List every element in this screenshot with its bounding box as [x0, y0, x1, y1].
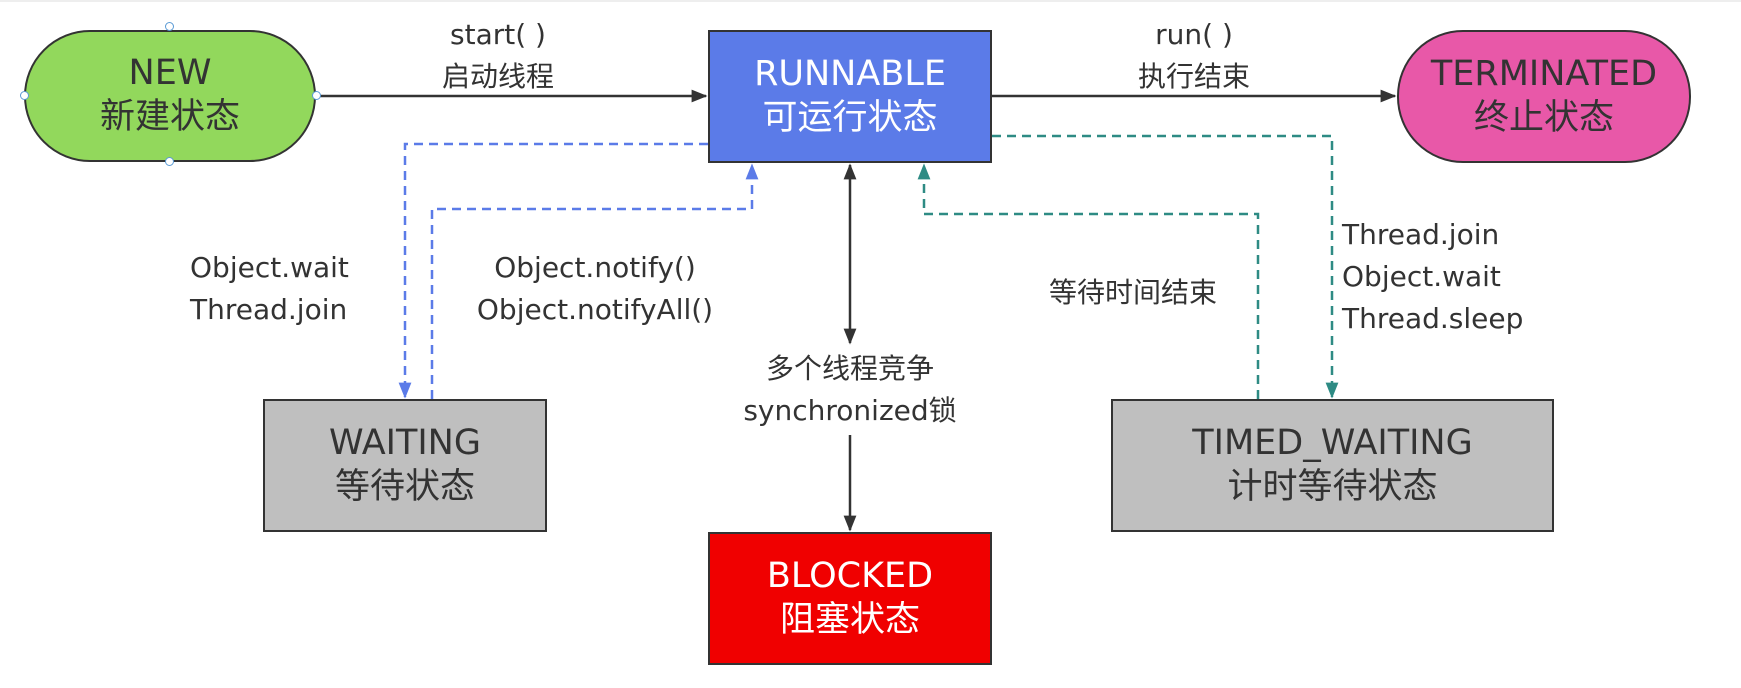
- edge-to-blocked-label: 多个线程竞争 synchronized锁: [722, 348, 978, 432]
- edge-from-timed-label: 等待时间结束: [1049, 272, 1261, 314]
- edge-run-desc: 执行结束: [1137, 60, 1250, 93]
- state-waiting-node[interactable]: WAITING 等待状态: [263, 399, 547, 532]
- top-border: [0, 0, 1741, 2]
- edge-to-timed-label: Thread.join Object.wait Thread.sleep: [1342, 214, 1562, 340]
- state-blocked-subtitle: 阻塞状态: [779, 599, 920, 640]
- state-timed-waiting-title: TIMED_WAITING: [1192, 422, 1473, 463]
- state-timed-waiting-subtitle: 计时等待状态: [1227, 466, 1438, 507]
- edge-to-timed-line2: Object.wait: [1342, 260, 1501, 293]
- edge-to-waiting-line2: Thread.join: [190, 293, 348, 326]
- edge-from-waiting-line2: Object.notifyAll(): [476, 293, 714, 326]
- state-runnable-node[interactable]: RUNNABLE 可运行状态: [708, 30, 992, 163]
- edge-from-waiting-label: Object.notify() Object.notifyAll(): [460, 247, 730, 331]
- edge-to-waiting-arrow: [398, 142, 708, 399]
- edge-run-label: run( ) 执行结束: [1094, 14, 1294, 98]
- state-terminated-title: TERMINATED: [1430, 53, 1658, 94]
- state-terminated-node[interactable]: TERMINATED 终止状态: [1397, 30, 1691, 163]
- edge-to-blocked-line1: 多个线程竞争: [765, 352, 934, 385]
- selection-handle-right[interactable]: [312, 91, 321, 100]
- edge-start-method: start( ): [450, 18, 546, 51]
- state-new-node[interactable]: NEW 新建状态: [24, 30, 316, 162]
- edge-start-desc: 启动线程: [441, 60, 554, 93]
- selection-handle-bottom[interactable]: [165, 157, 174, 166]
- state-blocked-node[interactable]: BLOCKED 阻塞状态: [708, 532, 992, 665]
- edge-from-waiting-line1: Object.notify(): [494, 251, 696, 284]
- edge-from-timed-line1: 等待时间结束: [1049, 276, 1218, 309]
- state-waiting-subtitle: 等待状态: [334, 466, 475, 507]
- edge-to-timed-line1: Thread.join: [1342, 218, 1500, 251]
- selection-handle-top[interactable]: [165, 22, 174, 31]
- edge-start-label: start( ) 启动线程: [398, 14, 598, 98]
- edge-from-waiting-arrow: [430, 163, 759, 399]
- state-waiting-title: WAITING: [329, 422, 481, 463]
- edge-to-timed-line3: Thread.sleep: [1342, 302, 1524, 335]
- state-new-title: NEW: [128, 53, 212, 94]
- state-new-subtitle: 新建状态: [99, 97, 240, 137]
- edge-to-blocked-line2: synchronized锁: [743, 394, 957, 427]
- state-timed-waiting-node[interactable]: TIMED_WAITING 计时等待状态: [1111, 399, 1554, 532]
- selection-handle-left[interactable]: [20, 91, 29, 100]
- state-runnable-title: RUNNABLE: [754, 53, 946, 94]
- state-runnable-subtitle: 可运行状态: [762, 97, 938, 138]
- edge-to-waiting-label: Object.wait Thread.join: [190, 247, 375, 331]
- edge-to-timed-arrow: [992, 134, 1339, 399]
- edge-run-method: run( ): [1155, 18, 1233, 51]
- state-blocked-title: BLOCKED: [766, 555, 934, 596]
- edge-from-timed-arrow: [917, 163, 1260, 399]
- edge-to-waiting-line1: Object.wait: [190, 251, 349, 284]
- state-terminated-subtitle: 终止状态: [1473, 97, 1614, 138]
